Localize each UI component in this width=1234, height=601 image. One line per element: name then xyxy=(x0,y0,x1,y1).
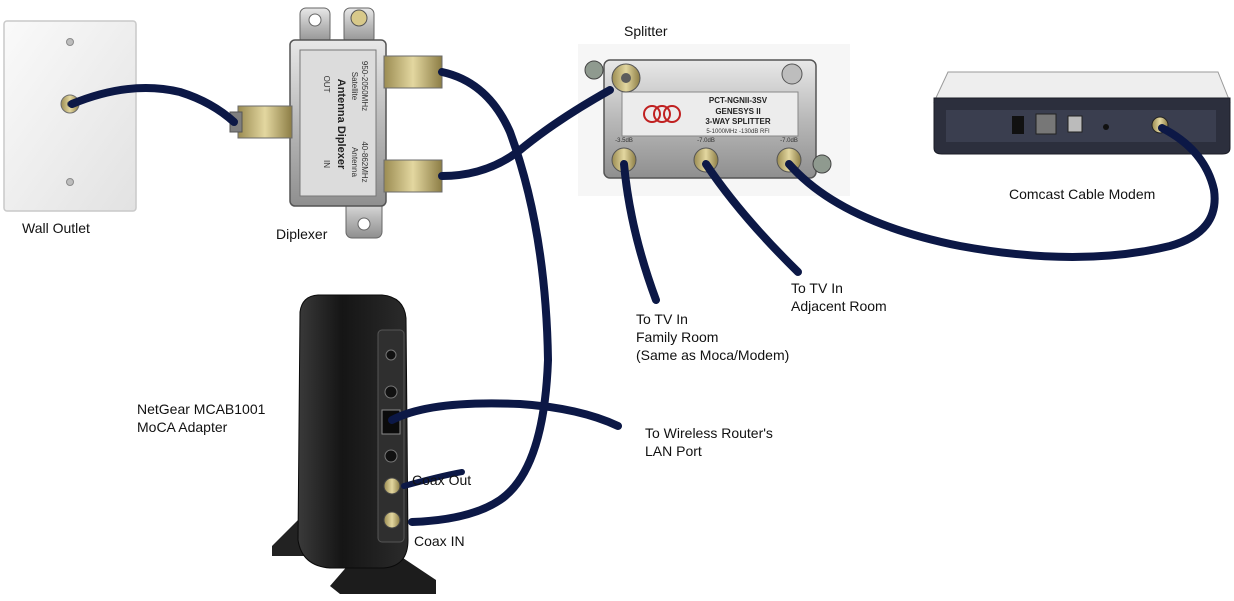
label-router-line-1: To Wireless Router's xyxy=(645,425,773,441)
cable-moca-to-router xyxy=(388,399,622,430)
coax-cables xyxy=(68,68,1219,526)
label-cable-modem: Comcast Cable Modem xyxy=(1009,186,1156,202)
cable-splitter-to-tv-family xyxy=(620,160,660,304)
moca-coax-in-port xyxy=(383,511,401,529)
splitter-port-loss-2: -7.0dB xyxy=(697,138,715,144)
label-moca-adapter: NetGear MCAB1001 MoCA Adapter xyxy=(137,400,265,436)
splitter-port-loss-1: -3.5dB xyxy=(615,138,633,144)
label-tv-family-line-3: (Same as Moca/Modem) xyxy=(636,347,790,363)
diplexer-print-in: IN xyxy=(322,160,331,168)
label-diplexer: Diplexer xyxy=(276,226,328,242)
label-tv-adjacent-line-1: To TV In xyxy=(791,280,843,296)
splitter-print-spec: 5-1000MHz -130dB RFI xyxy=(706,129,770,135)
cable-splitter-to-tv-adjacent xyxy=(702,160,802,276)
cable-moca-coax-out xyxy=(401,469,465,489)
diplexer-print-satellite: Satellite xyxy=(350,72,359,101)
cable-splitter-to-modem xyxy=(785,124,1219,261)
cable-diplexer-to-splitter xyxy=(438,86,614,180)
cable-wall-to-diplexer xyxy=(68,84,238,126)
wall-outlet xyxy=(3,20,137,212)
label-router-line-2: LAN Port xyxy=(645,443,702,459)
splitter-print-model: PCT-NGNII-3SV xyxy=(709,96,768,105)
label-tv-adjacent-room: To TV In Adjacent Room xyxy=(791,279,887,315)
label-moca-line-1: NetGear MCAB1001 xyxy=(137,401,266,417)
label-tv-family-line-2: Family Room xyxy=(636,329,719,345)
diplexer-device: Antenna Diplexer Satellite 950-2050MHz A… xyxy=(229,7,443,239)
label-splitter: Splitter xyxy=(624,23,668,39)
label-wireless-router-lan: To Wireless Router's LAN Port xyxy=(645,424,773,460)
label-coax-out: Coax Out xyxy=(412,472,472,488)
splitter-logo xyxy=(643,105,681,123)
splitter-print-type: 3-WAY SPLITTER xyxy=(705,117,771,126)
moca-adapter-device xyxy=(272,294,436,594)
label-tv-adjacent-line-2: Adjacent Room xyxy=(791,298,887,314)
label-tv-family-room: To TV In Family Room (Same as Moca/Modem… xyxy=(636,310,789,364)
label-moca-line-2: MoCA Adapter xyxy=(137,419,228,435)
splitter-print-name: GENESYS II xyxy=(715,107,760,116)
diplexer-print-out: OUT xyxy=(322,76,331,93)
label-wall-outlet: Wall Outlet xyxy=(22,220,90,236)
label-coax-in: Coax IN xyxy=(414,533,465,549)
cable-diplexer-to-moca xyxy=(408,68,553,526)
moca-coax-out-port xyxy=(383,477,401,495)
splitter-port-loss-3: -7.0dB xyxy=(780,138,798,144)
label-tv-family-line-1: To TV In xyxy=(636,311,688,327)
diplexer-print-antenna: Antenna xyxy=(350,147,359,177)
diplexer-print-title: Antenna Diplexer xyxy=(335,79,347,170)
diplexer-print-ant-range: 40-862MHz xyxy=(360,141,369,182)
diplexer-print-sat-range: 950-2050MHz xyxy=(360,61,369,111)
